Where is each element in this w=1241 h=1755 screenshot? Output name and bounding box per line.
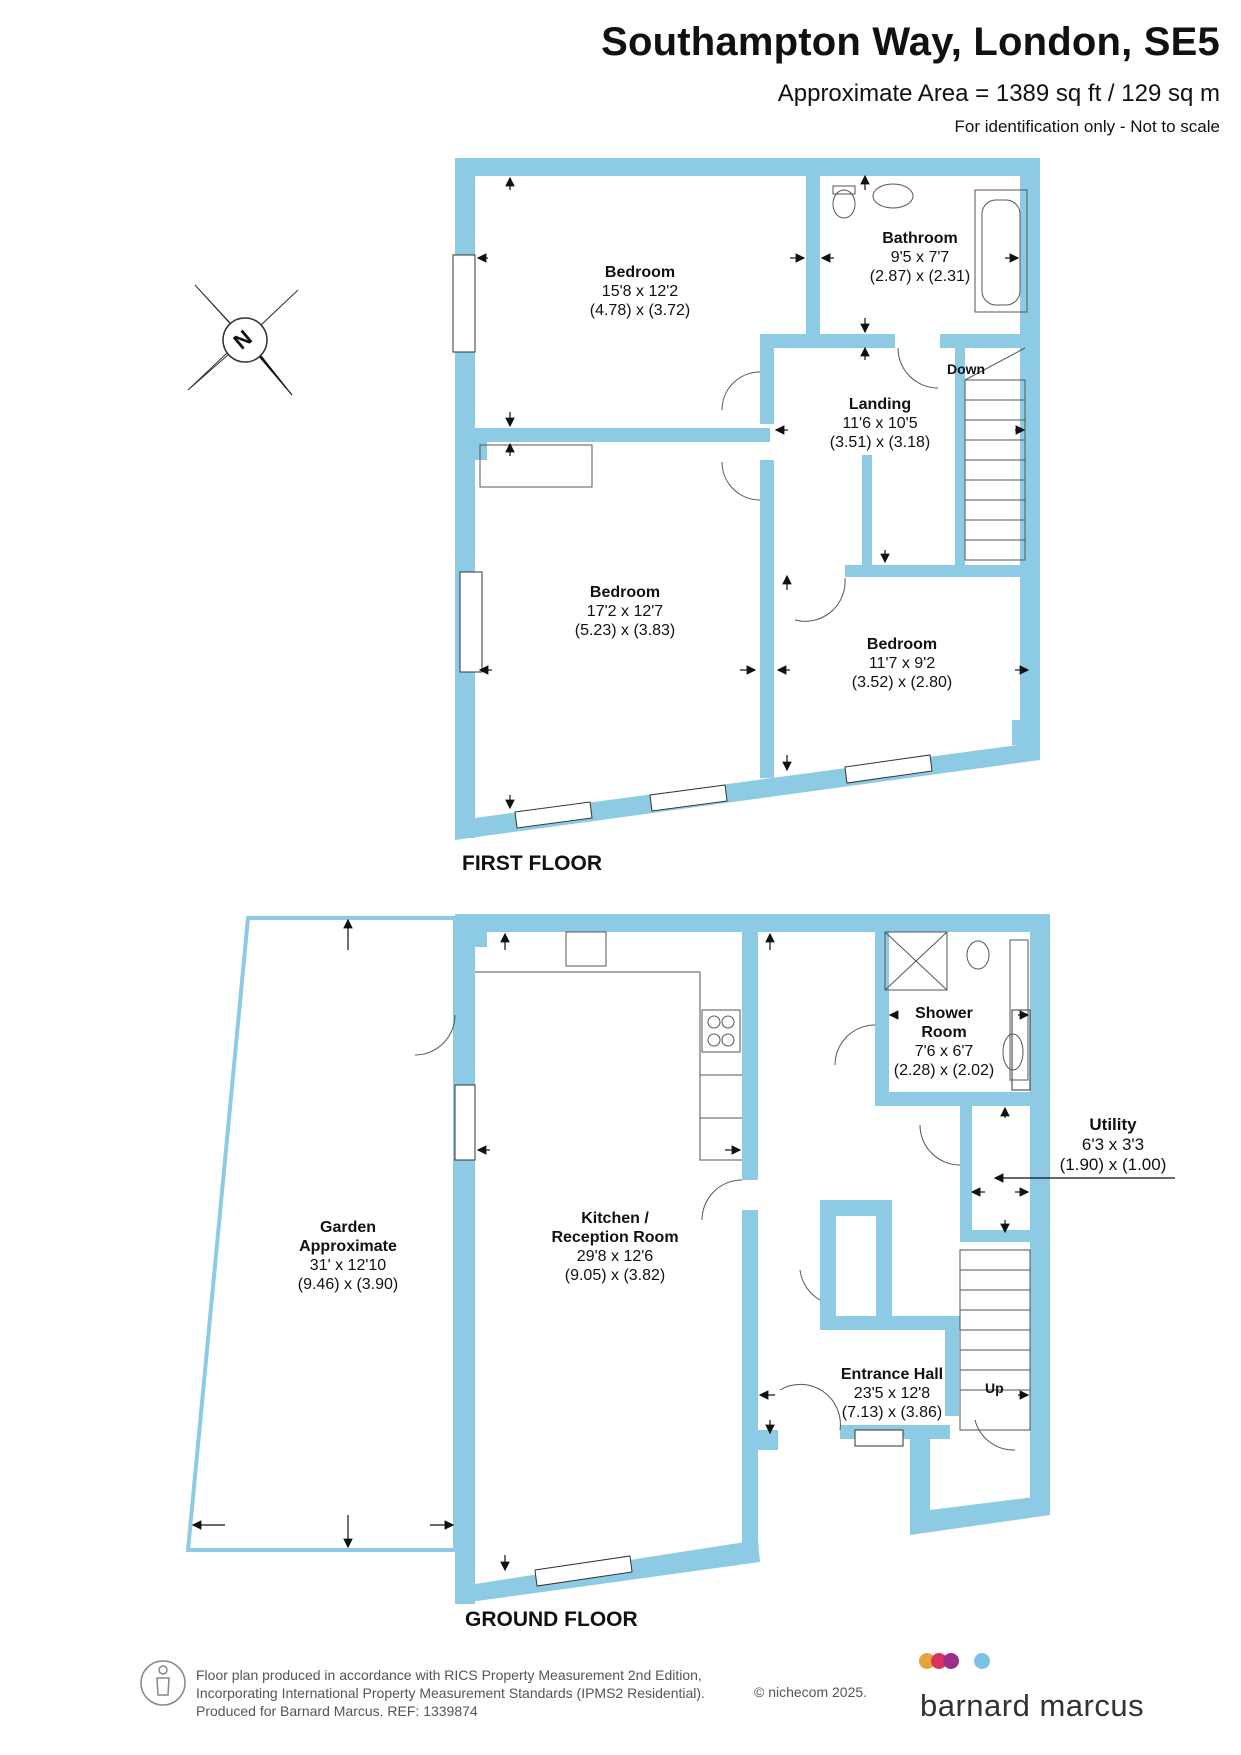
footer-disclaimer: Floor plan produced in accordance with R… xyxy=(196,1666,705,1720)
room-size-imperial: 11'6 x 10'5 xyxy=(842,415,918,432)
room-name: Bedroom xyxy=(866,636,938,653)
ground-floor-dimension-arrows xyxy=(191,918,1175,1572)
room-label-garden: Garden Approximate 31' x 12'10 (9.46) x … xyxy=(298,1218,398,1294)
room-label-bathroom: Bathroom 9'5 x 7'7 (2.87) x (2.31) xyxy=(870,229,970,286)
room-name-line2: Reception Room xyxy=(551,1229,679,1246)
room-label-landing: Landing 11'6 x 10'5 (3.51) x (3.18) xyxy=(830,395,930,452)
room-size-metric: (5.23) x (3.83) xyxy=(574,622,676,639)
person-icon xyxy=(140,1660,186,1706)
ground-floor-windows xyxy=(454,1009,1031,1587)
first-floor-label: FIRST FLOOR xyxy=(462,852,602,875)
room-name: Garden xyxy=(319,1219,377,1236)
room-size-metric: (4.78) x (3.72) xyxy=(589,302,691,319)
brand-dots xyxy=(919,1653,990,1669)
room-label-entrance-hall: Entrance Hall 23'5 x 12'8 (7.13) x (3.86… xyxy=(841,1365,943,1422)
footer-line-3: Produced for Barnard Marcus. REF: 133987… xyxy=(196,1703,478,1719)
room-size-metric: (2.87) x (2.31) xyxy=(869,268,971,285)
first-floor-windows xyxy=(452,254,933,829)
ground-floor-fixtures xyxy=(414,931,1031,1451)
room-size-metric: (2.28) x (2.02) xyxy=(893,1062,995,1079)
footer-line-2: Incorporating International Property Mea… xyxy=(196,1685,705,1701)
room-size-metric: (3.51) x (3.18) xyxy=(829,434,931,451)
room-size-metric: (7.13) x (3.86) xyxy=(841,1404,943,1421)
footer-line-1: Floor plan produced in accordance with R… xyxy=(196,1667,702,1683)
copyright: © nichecom 2025. xyxy=(754,1684,868,1700)
room-label-bedroom-2: Bedroom 17'2 x 12'7 (5.23) x (3.83) xyxy=(575,583,675,640)
ground-floor-label: GROUND FLOOR xyxy=(465,1608,638,1631)
room-size-imperial: 23'5 x 12'8 xyxy=(853,1385,931,1402)
room-size-imperial: 9'5 x 7'7 xyxy=(890,249,950,266)
compass-rose xyxy=(187,284,299,396)
brand-logo-text: barnard marcus xyxy=(920,1688,1145,1723)
room-size-metric: (9.05) x (3.82) xyxy=(564,1267,666,1284)
room-size-metric: (9.46) x (3.90) xyxy=(297,1276,399,1293)
room-name-note: Approximate xyxy=(299,1238,397,1255)
room-size-imperial: 17'2 x 12'7 xyxy=(586,603,664,620)
room-name: Utility xyxy=(1089,1115,1137,1134)
room-name: Shower xyxy=(915,1005,973,1022)
room-name: Bathroom xyxy=(882,230,958,247)
room-name: Entrance Hall xyxy=(840,1366,944,1383)
first-floor-dimension-arrows xyxy=(476,174,1030,810)
room-name-line2: Room xyxy=(921,1024,967,1041)
area-summary: Approximate Area = 1389 sq ft / 129 sq m xyxy=(777,80,1220,107)
room-size-imperial: 11'7 x 9'2 xyxy=(868,655,936,672)
room-size-imperial: 31' x 12'10 xyxy=(309,1257,387,1274)
room-label-kitchen-reception: Kitchen / Reception Room 29'8 x 12'6 (9.… xyxy=(551,1209,678,1285)
stairs-down-label: Down xyxy=(947,361,986,377)
room-name: Bedroom xyxy=(589,584,661,601)
room-size-metric: (1.90) x (1.00) xyxy=(1059,1155,1167,1174)
scale-note: For identification only - Not to scale xyxy=(954,117,1220,136)
room-name: Kitchen / xyxy=(581,1210,649,1227)
room-label-bedroom-1: Bedroom 15'8 x 12'2 (4.78) x (3.72) xyxy=(590,263,690,320)
room-label-shower-room: Shower Room 7'6 x 6'7 (2.28) x (2.02) xyxy=(894,1004,994,1080)
room-size-imperial: 29'8 x 12'6 xyxy=(576,1248,654,1265)
room-size-imperial: 15'8 x 12'2 xyxy=(601,283,679,300)
room-label-bedroom-3: Bedroom 11'7 x 9'2 (3.52) x (2.80) xyxy=(852,635,952,692)
page-title: Southampton Way, London, SE5 xyxy=(601,20,1220,64)
room-size-imperial: 7'6 x 6'7 xyxy=(914,1043,974,1060)
room-label-utility: Utility 6'3 x 3'3 (1.90) x (1.00) xyxy=(1060,1115,1167,1175)
room-size-metric: (3.52) x (2.80) xyxy=(851,674,953,691)
first-floor-fixtures xyxy=(479,183,1028,622)
room-name: Bedroom xyxy=(604,264,676,281)
stairs-up-label: Up xyxy=(985,1380,1004,1396)
room-name: Landing xyxy=(848,396,912,413)
room-size-imperial: 6'3 x 3'3 xyxy=(1081,1135,1145,1154)
